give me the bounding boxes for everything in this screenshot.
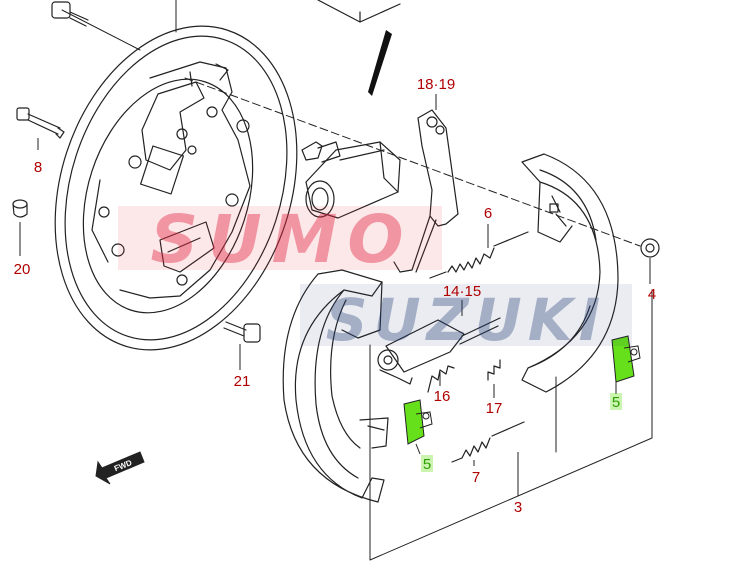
watermark: SUMO SUZUKI <box>118 201 632 354</box>
callout-5-right: 5 <box>612 394 620 411</box>
callout-5-right-highlight <box>610 393 622 410</box>
callout-17: 17 <box>486 400 503 417</box>
clip-5-left <box>403 399 433 445</box>
callout-20: 20 <box>14 261 31 278</box>
wheel-cylinder <box>301 141 401 219</box>
fwd-arrow: FWD <box>95 451 145 485</box>
bolt-top <box>51 1 89 27</box>
callout-3: 3 <box>514 499 522 516</box>
part-box-corner <box>317 0 401 23</box>
callout-18-19: 18·19 <box>417 76 455 93</box>
brake-shoe-rear <box>521 153 619 393</box>
callout-4: 4 <box>648 286 656 303</box>
callout-5-left: 5 <box>423 456 431 473</box>
watermark-line-2: SUZUKI <box>326 286 607 354</box>
brake-shoe-front <box>282 269 389 503</box>
callout-leaders <box>19 94 651 496</box>
callout-14-15: 14·15 <box>443 283 481 300</box>
callout-5-left-highlight <box>421 455 433 472</box>
backing-plate <box>54 25 298 351</box>
washer-4 <box>640 238 660 258</box>
callout-6: 6 <box>484 205 492 222</box>
spring-17 <box>487 359 501 381</box>
callout-8: 8 <box>34 159 42 176</box>
callout-16: 16 <box>434 388 451 405</box>
watermark-line-1: SUMO <box>151 201 414 278</box>
bolt-8 <box>16 107 65 139</box>
clip-5-right <box>611 335 641 383</box>
spring-16 <box>427 365 455 393</box>
callout-7: 7 <box>472 469 480 486</box>
callout-21: 21 <box>234 373 251 390</box>
adjuster-14-15 <box>377 317 501 385</box>
callouts: 8 20 21 18·19 6 14·15 4 16 17 7 3 5 5 <box>14 76 657 516</box>
cap-20 <box>12 199 28 218</box>
bolt-21 <box>223 321 261 343</box>
spring-6 <box>429 231 529 279</box>
direction-marker <box>368 30 392 96</box>
assembly-leader-lines <box>61 0 653 561</box>
parking-lever-18-19 <box>393 109 459 273</box>
spring-7 <box>451 421 525 463</box>
